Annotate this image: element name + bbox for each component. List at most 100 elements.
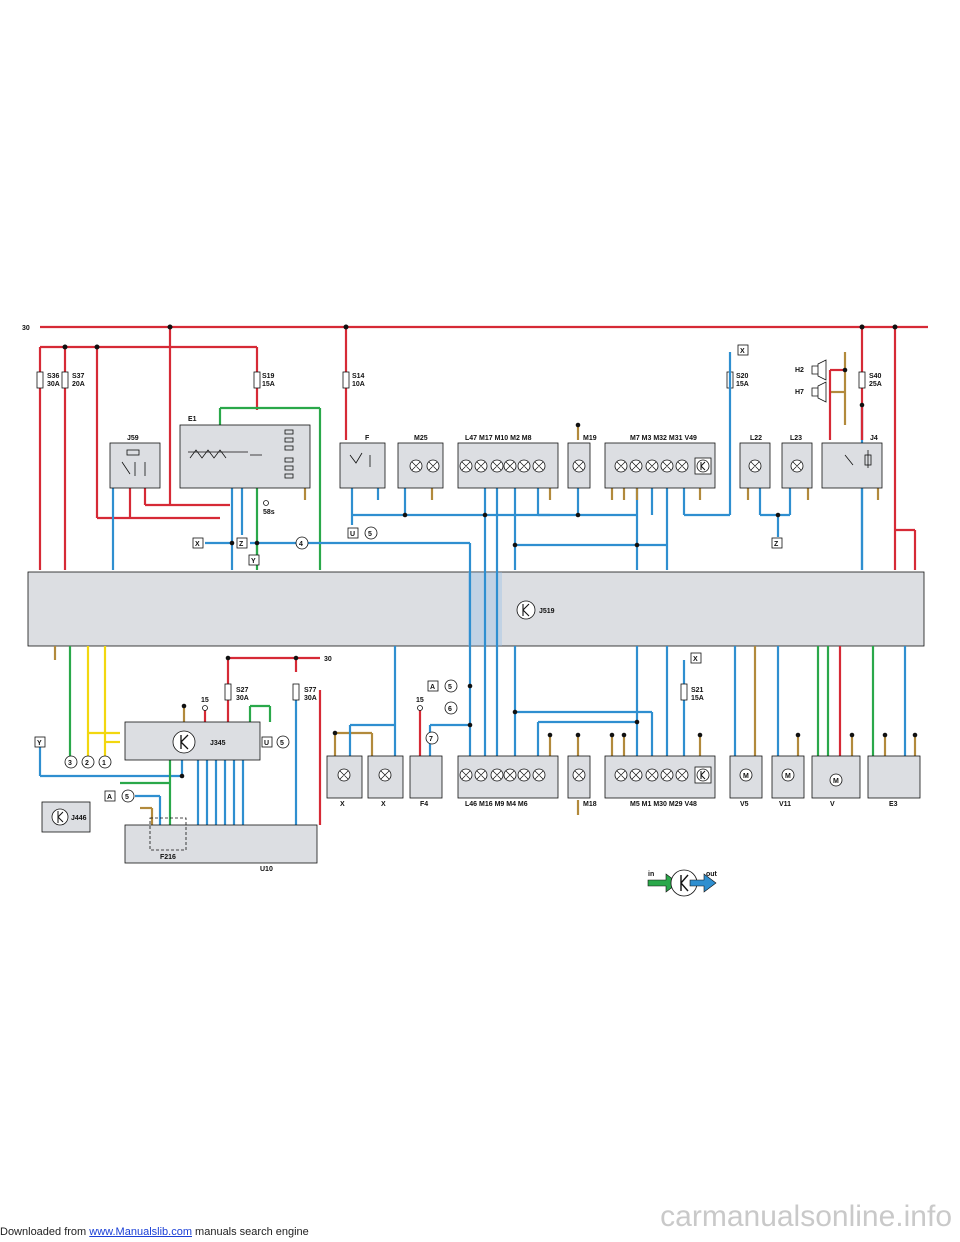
marker-5-mid: 5: [448, 684, 452, 691]
circle-markers-top: [295, 526, 378, 550]
footer-prefix: Downloaded from: [0, 1226, 87, 1238]
fuse-s37-rating: 20A: [72, 381, 85, 388]
fuse-s21-rating: 15A: [691, 695, 704, 702]
marker-3: 3: [68, 760, 72, 767]
marker-5-a: 5: [125, 794, 129, 801]
legend-out: out: [706, 871, 718, 878]
label-j345: J345: [210, 740, 226, 747]
label-v11: V11: [779, 801, 791, 808]
bus-30-label: 30: [22, 325, 30, 332]
label-e1: E1: [188, 416, 197, 423]
j519-icon: [516, 600, 536, 620]
bus-junctions: [62, 324, 898, 350]
fuse-s19-rating: 15A: [262, 381, 275, 388]
fuse-s40-rating: 25A: [869, 381, 882, 388]
label-group1: L47 M17 M10 M2 M8: [465, 435, 532, 442]
module-j519: [27, 571, 925, 647]
fuse-s36-rating: 30A: [47, 381, 60, 388]
label-m25: M25: [414, 435, 428, 442]
marker-2: 2: [85, 760, 89, 767]
j345-icon: [172, 730, 196, 754]
label-15-right: 15: [416, 697, 424, 704]
fuse-s40: S40: [869, 373, 882, 380]
connector-boxes-top: [192, 344, 783, 566]
fuse-s20-rating: 15A: [736, 381, 749, 388]
legend-in: in: [648, 871, 654, 878]
fuse-s14: S14: [352, 373, 365, 380]
v49-control-icon: [694, 457, 712, 475]
label-e3: E3: [889, 801, 898, 808]
bus-30-mid-label: 30: [324, 656, 332, 663]
fuse-s36: S36: [47, 373, 60, 380]
label-m18: M18: [583, 801, 597, 808]
terminal-15-right: [417, 705, 423, 711]
conn-y-bottom: Y: [37, 740, 42, 747]
marker-5-u: 5: [280, 740, 284, 747]
label-x-1: X: [340, 801, 345, 808]
terminal-15-left: [202, 705, 208, 711]
fuse-s19: S19: [262, 373, 275, 380]
relay-glyphs: [121, 429, 872, 479]
svg-text:M: M: [785, 773, 791, 780]
fuse-group-bottom: [224, 683, 688, 701]
label-58s: 58s: [263, 509, 275, 516]
conn-x-left: X: [195, 541, 200, 548]
label-group3: L46 M16 M9 M4 M6: [465, 801, 528, 808]
download-footer: Downloaded from www.Manualslib.com manua…: [0, 1226, 309, 1238]
fuse-s37: S37: [72, 373, 85, 380]
j446-icon: [51, 808, 69, 826]
circle-markers-bottom: [64, 679, 458, 803]
v48-control-icon: [694, 766, 712, 784]
conn-z-right: Z: [774, 541, 779, 548]
top-lamp-crosses: [411, 461, 802, 471]
connector-boxes-bottom: [34, 652, 702, 802]
horn-symbols: [811, 359, 827, 403]
conn-a-left: A: [107, 794, 112, 801]
fuse-s77: S77: [304, 687, 317, 694]
label-l23: L23: [790, 435, 802, 442]
label-v: V: [830, 801, 835, 808]
bottom-junctions: [179, 655, 918, 779]
marker-6: 6: [448, 706, 452, 713]
marker-7: 7: [429, 736, 433, 743]
conn-x-bottom: X: [693, 656, 698, 663]
fuse-s20: S20: [736, 373, 749, 380]
label-f: F: [365, 435, 370, 442]
svg-text:M: M: [833, 778, 839, 785]
f216-switch-outline: [149, 817, 187, 851]
fuse-s27-rating: 30A: [236, 695, 249, 702]
label-h7: H7: [795, 389, 804, 396]
label-j4: J4: [870, 435, 878, 442]
label-j59: J59: [127, 435, 139, 442]
marker-5-top: 5: [368, 531, 372, 538]
label-u10: U10: [260, 866, 273, 873]
bus-30: [38, 325, 928, 570]
watermark: carmanualsonline.info: [660, 1200, 952, 1233]
terminal-58s: [263, 500, 269, 506]
conn-u-top: U: [350, 531, 355, 538]
manualslib-link[interactable]: www.Manualslib.com: [89, 1226, 192, 1238]
label-m19: M19: [583, 435, 597, 442]
conn-y-top: Y: [251, 558, 256, 565]
label-h2: H2: [795, 367, 804, 374]
fuse-s77-rating: 30A: [304, 695, 317, 702]
bottom-lamp-crosses: [339, 770, 687, 780]
label-j519: J519: [539, 608, 555, 615]
label-f216: F216: [160, 854, 176, 861]
marker-1: 1: [102, 760, 106, 767]
legend-in-out: [647, 869, 717, 897]
label-15-left: 15: [201, 697, 209, 704]
fuse-s27: S27: [236, 687, 249, 694]
label-group4: M5 M1 M30 M29 V48: [630, 801, 697, 808]
conn-a-mid: A: [430, 684, 435, 691]
label-j446: J446: [71, 815, 87, 822]
fuse-s14-rating: 10A: [352, 381, 365, 388]
conn-u-bottom: U: [264, 740, 269, 747]
label-l22: L22: [750, 435, 762, 442]
footer-suffix: manuals search engine: [195, 1226, 309, 1238]
fuse-s21: S21: [691, 687, 704, 694]
conn-z-left: Z: [239, 541, 244, 548]
top-junctions: [229, 367, 865, 548]
